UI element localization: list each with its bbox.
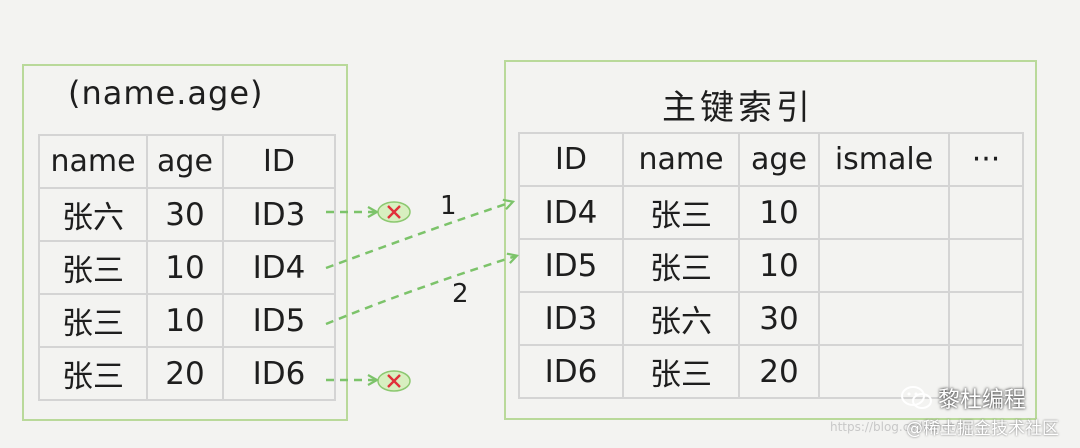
cell-id: ID6 [518, 344, 624, 399]
primary-index-title: 主键索引 [662, 88, 814, 128]
cell-name: 张六 [622, 291, 740, 346]
table-row: ID5 张三 10 [518, 238, 1024, 293]
primary-index-frame [504, 60, 1037, 420]
cell-name: 张三 [622, 185, 740, 240]
table-row: ID6 张三 20 [518, 344, 1024, 399]
cell-name: 张三 [38, 346, 148, 401]
cell-ismale [818, 344, 950, 399]
secondary-index-table: name age ID 张六 30 ID3 张三 10 ID4 张三 10 ID… [38, 134, 336, 401]
cell-more [948, 238, 1024, 293]
column-header-name: name [622, 132, 740, 187]
column-header-name: name [38, 134, 148, 189]
wechat-icon [901, 386, 932, 409]
column-header-id: ID [518, 132, 624, 187]
cell-age: 30 [738, 291, 820, 346]
table-row: ID4 张三 10 [518, 185, 1024, 240]
cell-age: 30 [146, 187, 224, 242]
cell-name: 张三 [38, 240, 148, 295]
cell-id: ID5 [518, 238, 624, 293]
table-header-row: ID name age ismale ··· [518, 132, 1024, 187]
cell-id: ID3 [518, 291, 624, 346]
column-header-age: age [146, 134, 224, 189]
column-header-more: ··· [948, 132, 1024, 187]
watermark-community: @稀土掘金技术社区 [906, 419, 1059, 439]
cell-age: 10 [738, 185, 820, 240]
arrow-label-1: 1 [440, 191, 457, 221]
table-row: 张三 10 ID4 [38, 240, 336, 295]
cell-more [948, 185, 1024, 240]
cell-more [948, 344, 1024, 399]
cell-name: 张三 [622, 238, 740, 293]
watermark-author: 黎杜编程 [938, 388, 1027, 413]
column-header-age: age [738, 132, 820, 187]
left-index-frame [22, 64, 348, 421]
cell-age: 20 [738, 344, 820, 399]
cell-ismale [818, 291, 950, 346]
cell-age: 10 [738, 238, 820, 293]
cell-id: ID4 [518, 185, 624, 240]
cell-ismale [818, 185, 950, 240]
cell-name: 张六 [38, 187, 148, 242]
cell-id: ID3 [222, 187, 336, 242]
arrow-id5-lookup [325, 256, 516, 326]
cell-name: 张三 [622, 344, 740, 399]
cell-id: ID6 [222, 346, 336, 401]
x-icon [387, 374, 401, 388]
cell-ismale [818, 238, 950, 293]
table-header-row: name age ID [38, 134, 336, 189]
table-row: ID3 张六 30 [518, 291, 1024, 346]
arrow-label-2: 2 [452, 279, 469, 309]
table-row: 张六 30 ID3 [38, 187, 336, 242]
secondary-index-title: (name.age) [68, 74, 264, 112]
table-row: 张三 10 ID5 [38, 293, 336, 348]
cell-more [948, 291, 1024, 346]
cell-id: ID5 [222, 293, 336, 348]
watermark-url: https://blog.csdn.net/ [830, 420, 959, 434]
x-icon [387, 205, 401, 219]
column-header-id: ID [222, 134, 336, 189]
cell-age: 20 [146, 346, 224, 401]
arrow-id4-lookup [325, 202, 512, 270]
column-header-ismale: ismale [818, 132, 950, 187]
table-row: 张三 20 ID6 [38, 346, 336, 401]
cell-age: 10 [146, 240, 224, 295]
cell-id: ID4 [222, 240, 336, 295]
primary-index-table: ID name age ismale ··· ID4 张三 10 ID5 张三 … [518, 132, 1024, 399]
cell-name: 张三 [38, 293, 148, 348]
cell-age: 10 [146, 293, 224, 348]
